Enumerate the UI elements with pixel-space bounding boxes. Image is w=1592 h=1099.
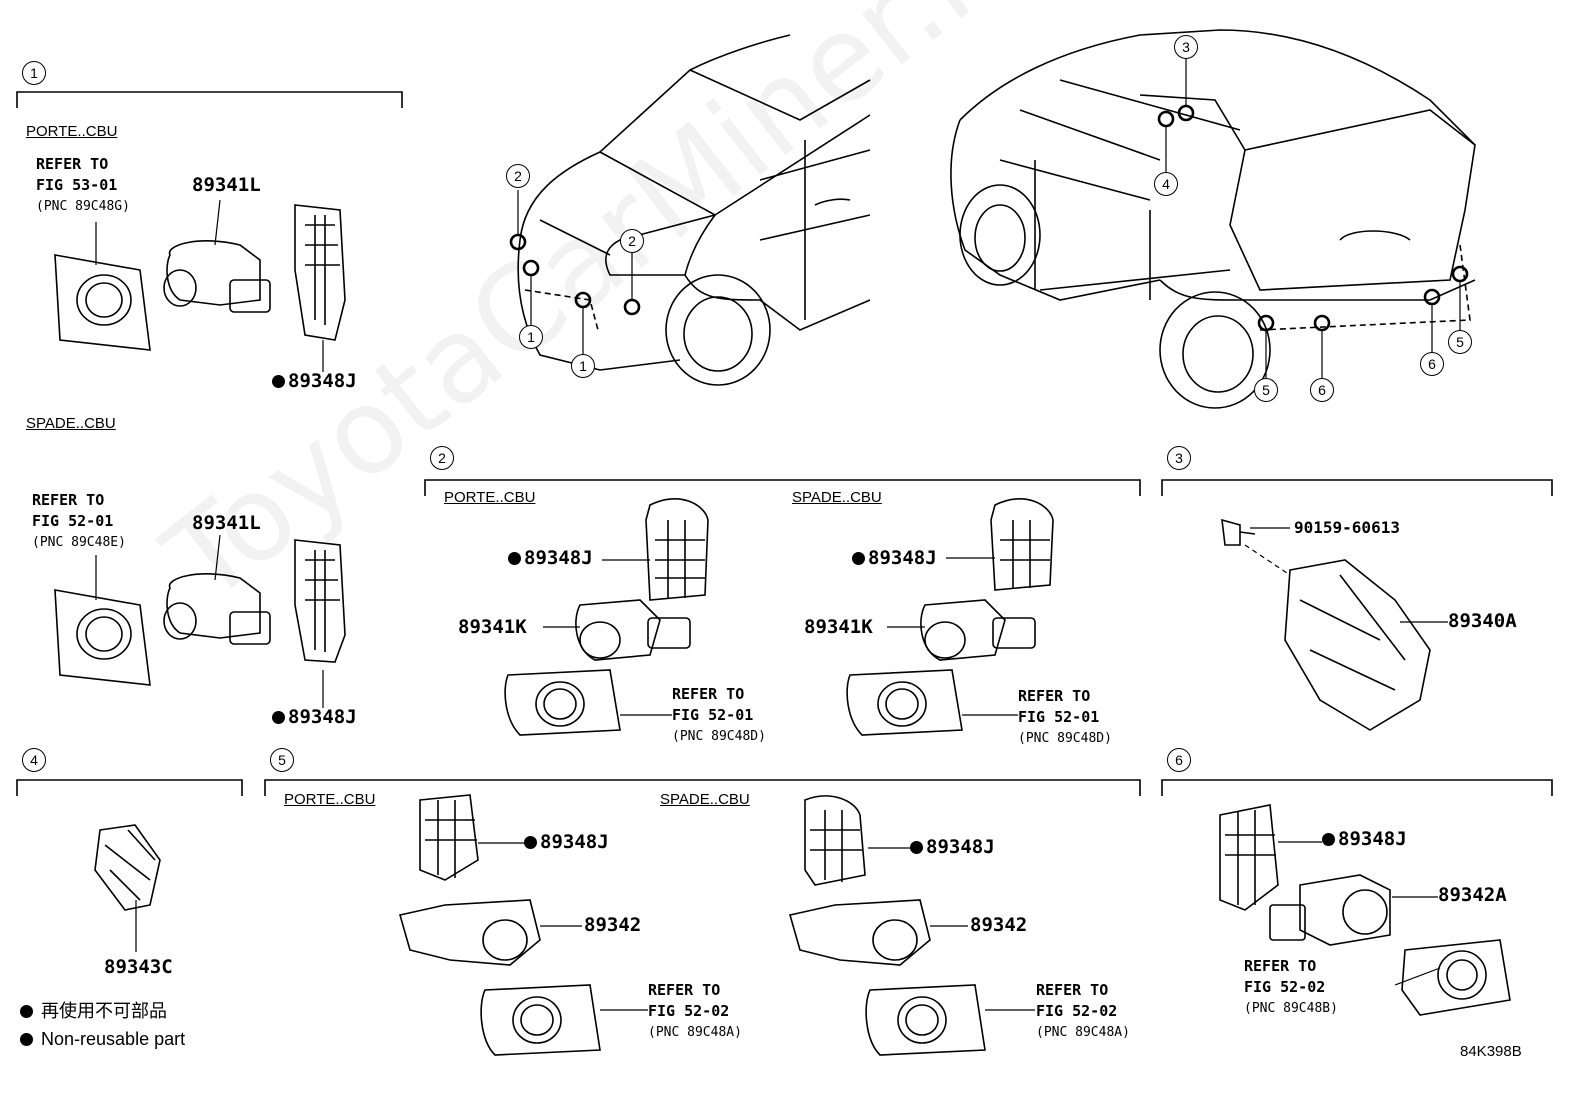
sketch-sec2-porte [504,498,709,736]
callout-4-rear: 4 [1154,172,1178,196]
non-reusable-dot-icon [508,552,521,565]
part-number-89342a: 89342A [1438,884,1507,906]
part-number-89348j: 89348J [272,708,357,727]
non-reusable-dot-icon [272,375,285,388]
callout-6-rear-right: 6 [1420,352,1444,376]
callout-5-rear-left: 5 [1254,378,1278,402]
section-2-id: 2 [430,446,454,470]
figure-code: 84K398B [1460,1043,1522,1060]
part-number-89342: 89342 [970,914,1028,936]
callout-5-rear-right: 5 [1448,330,1472,354]
sketch-sec6 [1219,804,1511,1016]
non-reusable-dot-icon [20,1033,33,1046]
section-3-id: 3 [1167,446,1191,470]
callout-1-front-center: 1 [571,354,595,378]
legend-english: Non-reusable part [20,1030,185,1048]
non-reusable-dot-icon [1322,833,1335,846]
leader-lines [95,199,1448,1011]
refer-block-fig52-02-a: REFER TO FIG 52-02 (PNC 89C48A) [1036,981,1130,1040]
sketch-sec4 [94,824,161,911]
part-number-89341l: 89341L [192,174,261,196]
legend-japanese: 再使用不可部品 [20,1002,167,1020]
variant-label-porte: PORTE..CBU [26,123,118,140]
part-number-89348j: 89348J [1322,830,1407,849]
sketch-sec3 [1221,518,1431,731]
callout-6-rear-center: 6 [1310,378,1334,402]
callout-1-front-left: 1 [519,325,543,349]
section-1-id: 1 [22,61,46,85]
section-6-id: 6 [1167,748,1191,772]
sensor-markers [509,104,1469,332]
non-reusable-dot-icon [272,711,285,724]
part-number-89341k: 89341K [458,616,527,638]
refer-block-fig52-01-d: REFER TO FIG 52-01 (PNC 89C48D) [1018,687,1112,746]
rear-car-drawing [950,29,1476,409]
refer-block-fig52-01-d: REFER TO FIG 52-01 (PNC 89C48D) [672,685,766,744]
variant-label-porte: PORTE..CBU [444,489,536,506]
part-number-89348j: 89348J [508,549,593,568]
part-number-89348j: 89348J [272,372,357,391]
sketch-sec5-spade [788,795,986,1056]
non-reusable-dot-icon [910,841,923,854]
variant-label-spade: SPADE..CBU [792,489,882,506]
part-number-90159-60613: 90159-60613 [1294,518,1400,537]
sketch-sec1-porte [54,204,346,351]
part-number-89348j: 89348J [910,838,995,857]
marker-callout-lines [517,58,1461,378]
non-reusable-dot-icon [524,836,537,849]
section-5-id: 5 [270,748,294,772]
sketch-sec2-spade [846,498,1054,736]
non-reusable-dot-icon [852,552,865,565]
callout-2-front-right: 2 [620,229,644,253]
section-4-id: 4 [22,748,46,772]
section-brackets [16,91,1553,796]
refer-block-fig52-01-e: REFER TO FIG 52-01 (PNC 89C48E) [32,491,126,550]
part-number-89341k: 89341K [804,616,873,638]
part-number-89342: 89342 [584,914,642,936]
refer-block-fig52-02-b: REFER TO FIG 52-02 (PNC 89C48B) [1244,957,1338,1016]
sketch-sec1-spade [54,539,346,686]
sketch-sec5-porte [398,794,601,1056]
refer-block-fig53-01: REFER TO FIG 53-01 (PNC 89C48G) [36,155,130,214]
front-car-drawing [517,34,871,386]
part-number-89343c: 89343C [104,956,173,978]
variant-label-spade: SPADE..CBU [660,791,750,808]
non-reusable-dot-icon [20,1005,33,1018]
variant-label-spade: SPADE..CBU [26,415,116,432]
part-number-89340a: 89340A [1448,610,1517,632]
variant-label-porte: PORTE..CBU [284,791,376,808]
callout-2-front-left: 2 [506,164,530,188]
part-number-89348j: 89348J [852,549,937,568]
part-number-89348j: 89348J [524,833,609,852]
part-number-89341l: 89341L [192,512,261,534]
refer-block-fig52-02-a: REFER TO FIG 52-02 (PNC 89C48A) [648,981,742,1040]
callout-3-rear: 3 [1174,35,1198,59]
